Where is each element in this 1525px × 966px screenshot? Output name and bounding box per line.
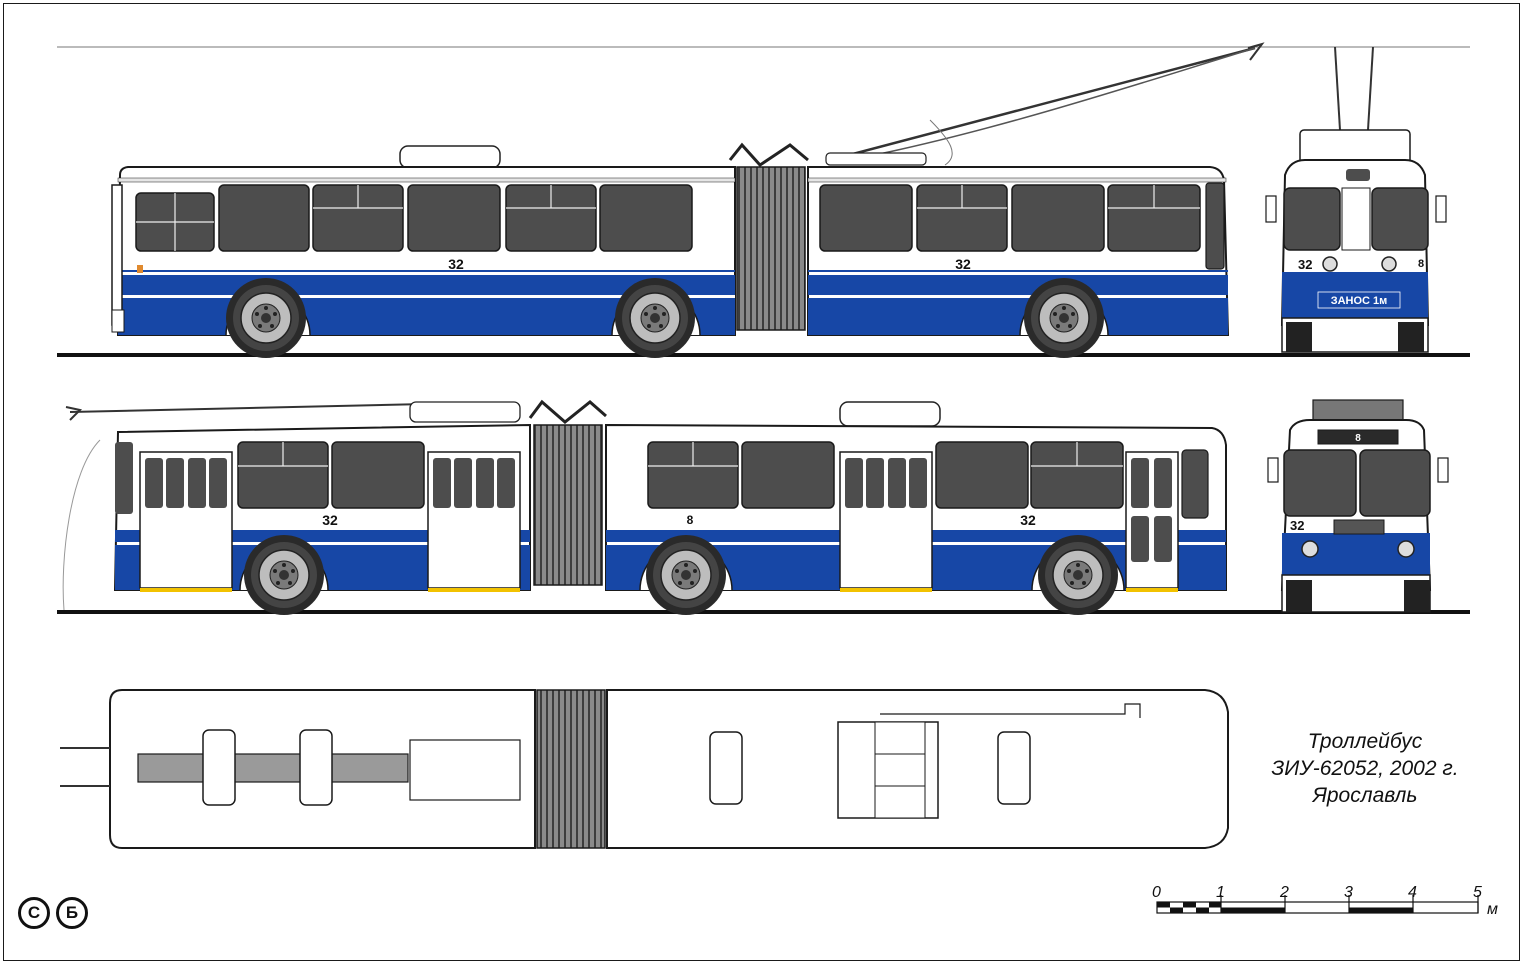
route-number-label: 8 [687, 513, 694, 527]
door [1125, 451, 1179, 592]
articulation-bellows [736, 166, 806, 331]
scale-tick-label: 1 [1216, 884, 1225, 901]
front-section [807, 152, 1230, 336]
window [407, 184, 501, 252]
door [427, 451, 521, 592]
trolley-pole [829, 42, 1265, 166]
route-number-label: 8 [1418, 258, 1424, 270]
top-view [60, 689, 1229, 849]
pantograph-frame [728, 142, 809, 167]
logo-letter: С [18, 897, 50, 929]
rear-view: 32 8 ЗАНОС 1м [1265, 46, 1447, 353]
window [599, 184, 693, 252]
window [819, 184, 913, 252]
author-logo: С Б [18, 897, 88, 929]
fleet-number-label: 32 [322, 512, 338, 528]
scale-bar [1156, 895, 1479, 914]
door [839, 451, 933, 592]
scale-unit-label: м [1487, 901, 1498, 918]
scale-tick-label: 3 [1344, 884, 1353, 901]
caption-model-year: ЗИУ-62052, 2002 г. [1271, 757, 1459, 780]
scale-tick-label: 0 [1152, 884, 1161, 901]
window [218, 184, 310, 252]
route-number-label: 8 [1355, 433, 1361, 444]
articulation-bellows [536, 689, 606, 849]
trolley-pole [69, 402, 471, 413]
fleet-number-label: 32 [1290, 518, 1304, 533]
caption-city: Ярославль [1312, 784, 1418, 807]
caption-vehicle-type: Троллейбус [1307, 730, 1423, 753]
side-view-right: 32 32 8 [57, 399, 1470, 616]
roof-equipment [399, 145, 501, 169]
window [1011, 184, 1105, 252]
door [139, 451, 233, 592]
logo-letter: Б [56, 897, 88, 929]
scale-tick-label: 2 [1280, 884, 1289, 901]
scale-tick-label: 5 [1473, 884, 1482, 901]
side-view-left: 32 32 [57, 42, 1470, 359]
fleet-number-label: 32 [1298, 257, 1312, 272]
scale-tick-label: 4 [1408, 884, 1417, 901]
articulation-bellows [533, 424, 603, 586]
pantograph-frame [528, 399, 607, 424]
drawing-frame [3, 3, 1520, 961]
rear-warning-sign: ЗАНОС 1м [1331, 295, 1388, 307]
fleet-number-label: 32 [448, 256, 464, 272]
fleet-number-label: 32 [1020, 512, 1036, 528]
fleet-number-label: 32 [955, 256, 971, 272]
front-view: 8 32 [1267, 399, 1449, 613]
drawing-caption: Троллейбус ЗИУ-62052, 2002 г. Ярославль [1245, 728, 1485, 809]
